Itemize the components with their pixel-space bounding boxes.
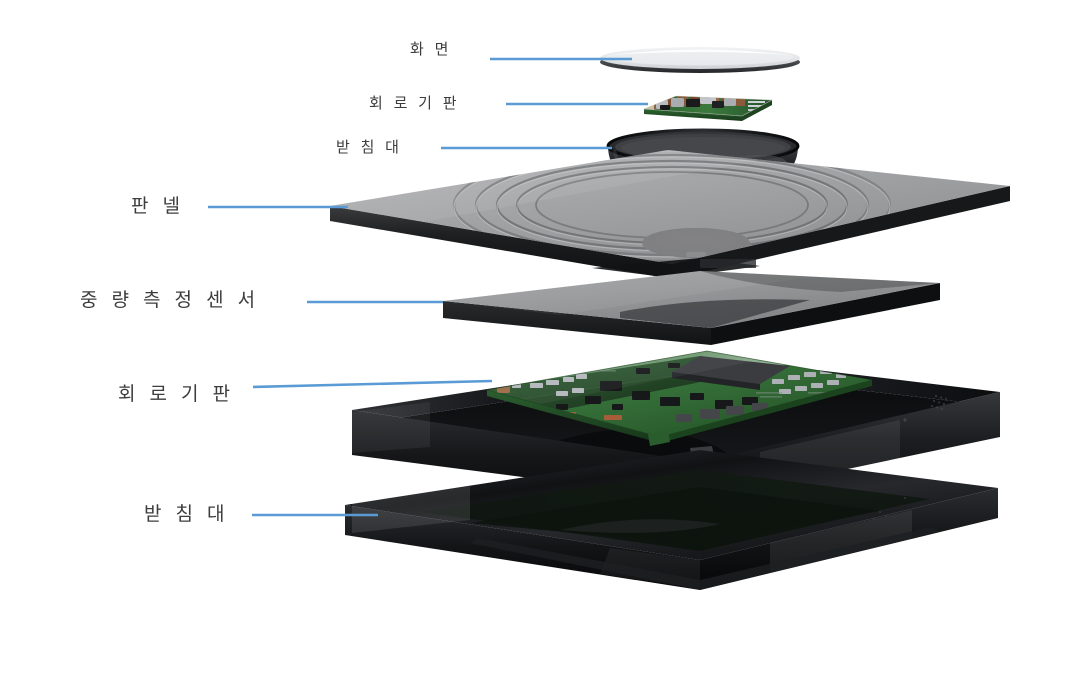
part-base-tray bbox=[345, 450, 998, 590]
part-main-circuit-board bbox=[486, 350, 873, 446]
callout-label-upper-pcb: 회 로 기 판 bbox=[369, 94, 460, 112]
leader-line-main-pcb bbox=[252, 379, 493, 389]
callout-label-main-pcb: 회 로 기 판 bbox=[118, 383, 235, 405]
part-weight-sensor-plate bbox=[443, 271, 940, 345]
leader-lines-group bbox=[208, 57, 648, 517]
callout-label-load-sensor: 중 량 측 정 센 서 bbox=[80, 289, 260, 311]
callout-label-bowl: 받 침 대 bbox=[336, 138, 402, 156]
part-upper-circuit-board bbox=[643, 95, 774, 121]
callout-label-screen: 화 면 bbox=[410, 40, 452, 58]
callout-label-base: 받 침 대 bbox=[144, 503, 229, 525]
part-ripple-panel bbox=[330, 150, 1010, 279]
callout-label-panel: 판 넬 bbox=[131, 195, 184, 217]
part-screen-disc bbox=[600, 47, 800, 73]
